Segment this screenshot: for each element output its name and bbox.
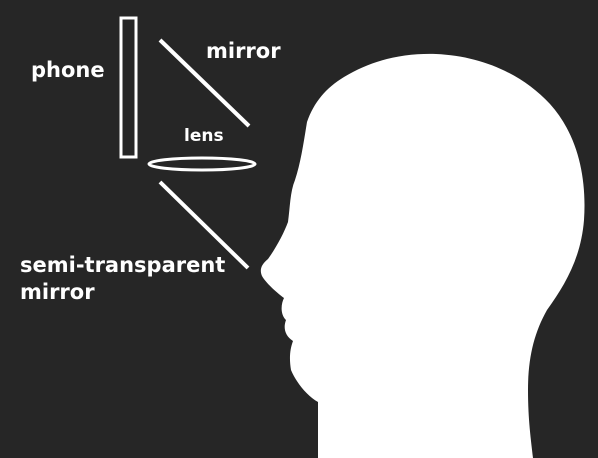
phone-label: phone (31, 58, 105, 82)
lens-shape (147, 156, 257, 172)
mirror-label: mirror (206, 39, 281, 63)
semi-transparent-mirror-line (158, 180, 250, 270)
lens-label: lens (184, 126, 224, 146)
mirror-line (158, 38, 251, 128)
semi-transparent-mirror-label-line2: mirror (20, 280, 95, 304)
semi-transparent-mirror-label-line1: semi-transparent (20, 253, 226, 277)
head-silhouette (260, 53, 585, 458)
phone-shape (119, 16, 138, 159)
